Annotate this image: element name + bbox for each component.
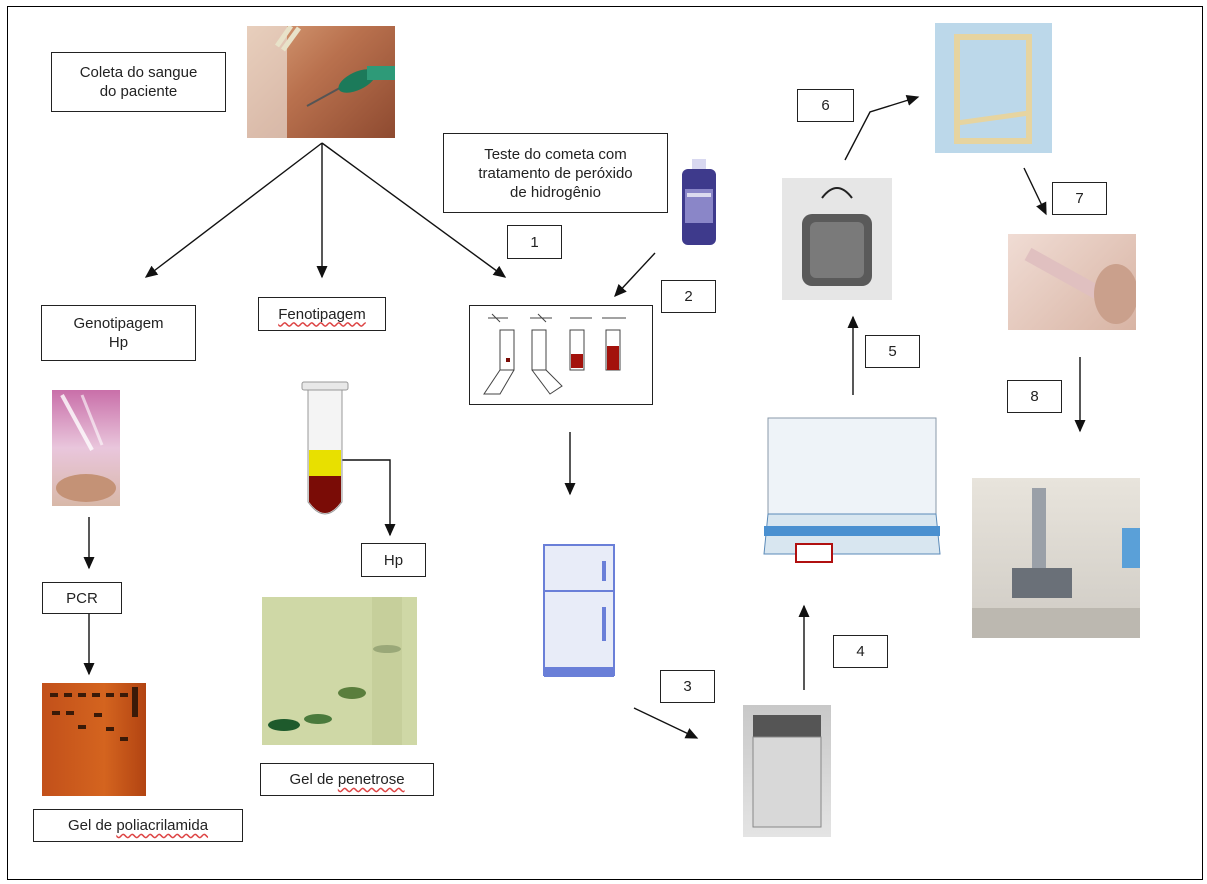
arrow-fridge-to-chamber bbox=[633, 707, 699, 739]
slide-staining-photo bbox=[1008, 234, 1136, 330]
electrophoresis-apparatus bbox=[760, 414, 945, 566]
step-2: 2 bbox=[661, 280, 716, 313]
penetrose-gel-photo bbox=[262, 597, 417, 745]
penetrose-gel-label: Gel de penetrose bbox=[260, 763, 434, 796]
step-7: 7 bbox=[1052, 182, 1107, 215]
arrow-to-genotyping bbox=[144, 142, 323, 278]
slides-diagram bbox=[469, 305, 653, 405]
polyacrylamide-text: poliacrilamida bbox=[116, 817, 209, 834]
pcr-label: PCR bbox=[42, 582, 122, 614]
gel-prefix-1: Gel de bbox=[67, 817, 117, 834]
slide-rack-photo bbox=[935, 23, 1052, 153]
step-5: 5 bbox=[865, 335, 920, 368]
arrow-peroxide-to-slides bbox=[614, 252, 656, 298]
penetrose-text: penetrose bbox=[337, 771, 405, 788]
blood-collection-photo bbox=[247, 26, 395, 138]
arrow-jar-to-rack bbox=[844, 94, 920, 161]
microscope-photo bbox=[972, 478, 1140, 638]
step-3: 3 bbox=[660, 670, 715, 703]
staining-jar-photo bbox=[782, 178, 892, 300]
peroxide-bottle-photo bbox=[678, 159, 720, 247]
figure-border bbox=[7, 6, 1203, 880]
pipette-photo bbox=[52, 390, 120, 506]
blood-collection-label: Coleta do sangue do paciente bbox=[51, 52, 226, 112]
genotyping-label: Genotipagem Hp bbox=[41, 305, 196, 361]
phenotyping-text: Fenotipagem bbox=[278, 305, 366, 323]
step-1: 1 bbox=[507, 225, 562, 259]
hp-label: Hp bbox=[361, 543, 426, 577]
polyacrylamide-gel-photo bbox=[42, 683, 146, 796]
step-4: 4 bbox=[833, 635, 888, 668]
step-6: 6 bbox=[797, 89, 854, 122]
refrigerator-illustration bbox=[540, 543, 616, 679]
arrow-rack-to-staining bbox=[1023, 167, 1047, 216]
lysis-chamber-photo bbox=[743, 705, 831, 837]
blood-test-tube bbox=[300, 380, 350, 528]
comet-test-label: Teste do cometa com tratamento de peróxi… bbox=[443, 133, 668, 213]
arrow-tube-to-hp bbox=[342, 459, 396, 537]
gel-prefix-2: Gel de bbox=[289, 771, 338, 788]
step-8: 8 bbox=[1007, 380, 1062, 413]
polyacrylamide-gel-label: Gel de poliacrilamida bbox=[33, 809, 243, 842]
phenotyping-label: Fenotipagem bbox=[258, 297, 386, 331]
arrow-to-comet bbox=[321, 142, 507, 278]
